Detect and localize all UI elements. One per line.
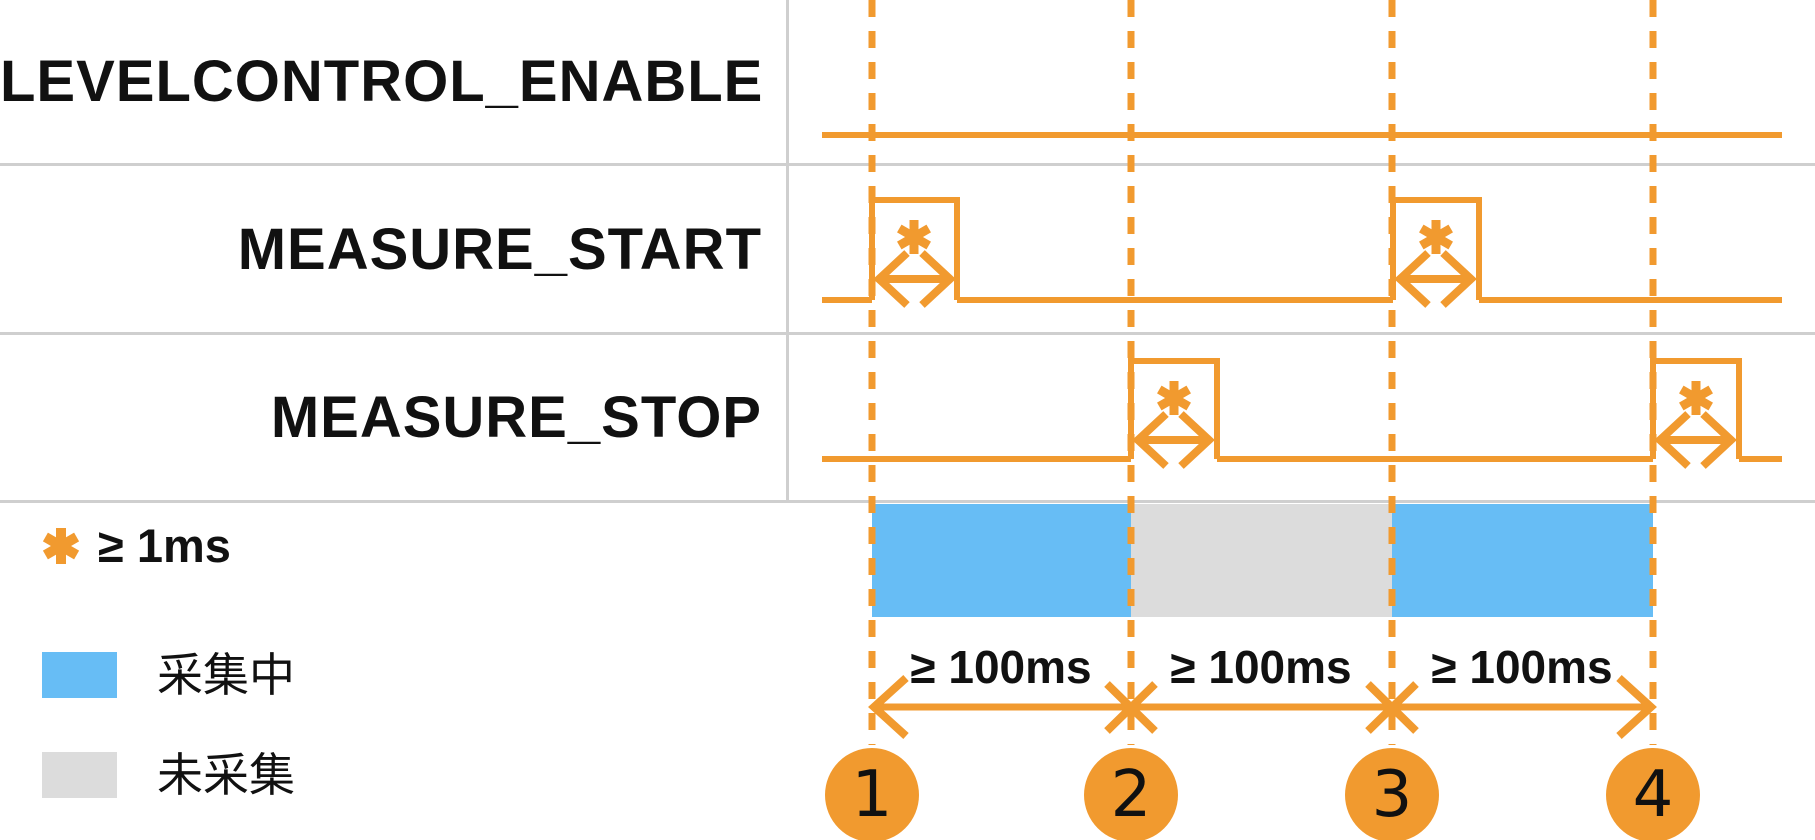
interval-tick-x: [1365, 681, 1419, 734]
interval-label-2-3: ≥ 100ms: [1170, 641, 1352, 693]
interval-tick-x: [1104, 681, 1158, 734]
pulse-width-arrow: [1654, 411, 1737, 469]
asterisk-icon: [897, 220, 931, 254]
interval-label-3-4: ≥ 100ms: [1431, 641, 1613, 693]
arrowhead-left: [868, 675, 909, 739]
legend-item-idle: 未采集: [42, 752, 295, 798]
marker-number: 1: [851, 758, 893, 832]
asterisk-icon: [1419, 220, 1453, 254]
measure-start-pulse-1: [869, 197, 960, 300]
signal-label-levelcontrol-enable: LEVELCONTROL_ENABLE: [0, 49, 764, 114]
timeline-marker-1: 1: [825, 748, 919, 840]
pulse-width-arrow: [1394, 250, 1477, 308]
asterisk-icon: [1157, 381, 1191, 415]
bar-segment-collecting-1: [872, 504, 1131, 617]
asterisk-icon: [42, 528, 80, 564]
legend-item-collecting: 采集中: [42, 652, 295, 698]
signal-label-measure-stop: MEASURE_STOP: [270, 385, 762, 450]
legend-label-idle: 未采集: [157, 749, 295, 801]
arrowhead-right: [1616, 675, 1657, 739]
pulse-width-note: ≥ 1ms: [38, 520, 231, 572]
legend-label-collecting: 采集中: [157, 649, 295, 701]
measure-stop-pulse-1: [1128, 358, 1220, 459]
legend-swatch-collecting: [42, 652, 117, 698]
label-column-divider: [786, 0, 789, 501]
interval-label-1-2: ≥ 100ms: [910, 641, 1092, 693]
marker-number: 3: [1371, 758, 1413, 832]
pulse-width-arrows: [873, 250, 1737, 469]
event-gridlines: [868, 0, 1657, 745]
interval-measure-line: [868, 675, 1657, 739]
bar-segment-collecting-2: [1392, 504, 1653, 617]
legend-swatch-idle: [42, 752, 117, 798]
pulse-width-note-text: ≥ 1ms: [98, 519, 231, 572]
signal-label-measure-start: MEASURE_START: [237, 217, 762, 282]
measure-stop-pulse-2: [1650, 358, 1742, 459]
timeline-marker-3: 3: [1345, 748, 1439, 840]
row-divider: [0, 500, 1815, 503]
acquisition-bar: [872, 504, 1653, 617]
bar-segment-idle: [1131, 504, 1392, 617]
row-divider: [0, 163, 1815, 166]
asterisk-icon: [1679, 381, 1713, 415]
pulse-width-arrow: [1132, 411, 1215, 469]
timeline-marker-4: 4: [1606, 748, 1700, 840]
signal-traces: [822, 132, 1782, 462]
marker-number: 4: [1632, 758, 1674, 832]
marker-number: 2: [1110, 758, 1152, 832]
row-divider: [0, 332, 1815, 335]
measure-start-pulse-2: [1390, 197, 1482, 300]
pulse-width-arrow: [873, 250, 956, 308]
pulse-asterisks: [897, 220, 1713, 415]
timeline-marker-2: 2: [1084, 748, 1178, 840]
